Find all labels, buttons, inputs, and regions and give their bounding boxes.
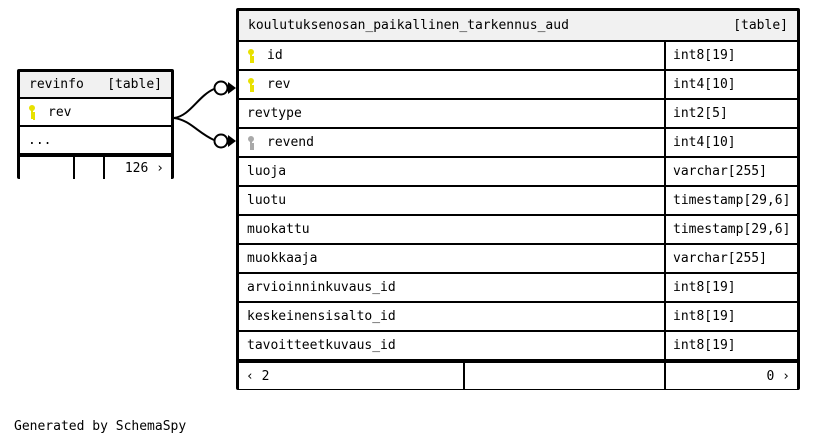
column-name: tavoitteetkuvaus_id	[247, 338, 396, 353]
entity-koulutuksenosan-paikallinen-tarkennus-aud[interactable]: koulutuksenosan_paikallinen_tarkennus_au…	[236, 8, 800, 390]
parent-relationship-count[interactable]: ‹ 2	[239, 363, 465, 389]
entity-header: koulutuksenosan_paikallinen_tarkennus_au…	[239, 11, 797, 42]
cardinality-optional-circle-rev	[213, 80, 229, 96]
pk-key-icon	[247, 48, 258, 63]
column-name-cell: keskeinensisalto_id	[239, 309, 664, 324]
relationship-arrowhead-rev	[228, 82, 236, 94]
relationship-arrowhead-revend	[228, 135, 236, 147]
column-name-cell: muokattu	[239, 222, 664, 237]
fk-key-icon	[247, 135, 258, 150]
column-type: varchar[255]	[664, 158, 797, 185]
column-name: muokkaaja	[247, 251, 318, 266]
table-row[interactable]: muokkaaja varchar[255]	[239, 245, 797, 274]
entity-header: revinfo [table]	[20, 72, 171, 99]
table-row[interactable]: luotu timestamp[29,6]	[239, 187, 797, 216]
column-type: int8[19]	[664, 274, 797, 301]
column-name-cell: tavoitteetkuvaus_id	[239, 338, 664, 353]
entity-footer: ‹ 2 0 ›	[239, 361, 797, 389]
generated-by-caption: Generated by SchemaSpy	[14, 419, 187, 434]
relationship-edge-revend	[173, 117, 215, 141]
column-name: rev	[48, 104, 72, 120]
table-row[interactable]: ...	[20, 127, 171, 155]
column-type: varchar[255]	[664, 245, 797, 272]
column-type: int4[10]	[664, 71, 797, 98]
table-row[interactable]: rev int4[10]	[239, 71, 797, 100]
entity-footer: 126 ›	[20, 155, 171, 179]
table-row[interactable]: revend int4[10]	[239, 129, 797, 158]
entity-title: koulutuksenosan_paikallinen_tarkennus_au…	[248, 18, 569, 33]
column-name: keskeinensisalto_id	[247, 309, 396, 324]
footer-spacer-cell	[465, 363, 666, 389]
entity-title: revinfo	[29, 77, 84, 92]
column-name: arvioinninkuvaus_id	[247, 280, 396, 295]
entity-kind-label: [table]	[107, 77, 162, 92]
table-row[interactable]: keskeinensisalto_id int8[19]	[239, 303, 797, 332]
pk-key-icon	[28, 105, 39, 119]
table-row[interactable]: revtype int2[5]	[239, 100, 797, 129]
column-type: int4[10]	[664, 129, 797, 156]
column-type: timestamp[29,6]	[664, 216, 797, 243]
child-relationship-count[interactable]: 126 ›	[124, 160, 164, 176]
table-row[interactable]: rev	[20, 99, 171, 127]
column-name-ellipsis: ...	[28, 132, 52, 148]
column-name-cell: rev	[20, 105, 171, 120]
entity-revinfo[interactable]: revinfo [table] rev ... 126 ›	[17, 69, 174, 179]
relationship-edge-rev	[173, 88, 215, 119]
table-row[interactable]: tavoitteetkuvaus_id int8[19]	[239, 332, 797, 361]
table-row[interactable]: id int8[19]	[239, 42, 797, 71]
column-name-cell: rev	[239, 77, 664, 92]
table-row[interactable]: luoja varchar[255]	[239, 158, 797, 187]
column-name: muokattu	[247, 222, 310, 237]
column-name-cell: revtype	[239, 106, 664, 121]
column-name: luotu	[247, 193, 287, 208]
column-name-cell: revend	[239, 135, 664, 150]
column-name: luoja	[247, 164, 287, 179]
footer-spacer-cell-left	[20, 157, 75, 179]
column-type: int2[5]	[664, 100, 797, 127]
column-name: id	[267, 48, 283, 63]
table-row[interactable]: arvioinninkuvaus_id int8[19]	[239, 274, 797, 303]
column-type: timestamp[29,6]	[664, 187, 797, 214]
entity-kind-label: [table]	[733, 18, 788, 33]
pk-key-icon	[247, 77, 258, 92]
column-type: int8[19]	[664, 332, 797, 359]
column-name-cell: arvioinninkuvaus_id	[239, 280, 664, 295]
column-name: revtype	[247, 106, 302, 121]
column-name-cell: luoja	[239, 164, 664, 179]
column-name: rev	[267, 77, 291, 92]
column-name-cell: id	[239, 48, 664, 63]
column-type: int8[19]	[664, 42, 797, 69]
table-row[interactable]: muokattu timestamp[29,6]	[239, 216, 797, 245]
column-type: int8[19]	[664, 303, 797, 330]
column-name-cell: luotu	[239, 193, 664, 208]
cardinality-optional-circle-revend	[213, 133, 229, 149]
column-name: revend	[267, 135, 314, 150]
column-name-cell: ...	[20, 133, 171, 148]
child-relationship-count[interactable]: 0 ›	[766, 368, 790, 384]
column-name-cell: muokkaaja	[239, 251, 664, 266]
footer-spacer-cell-mid	[75, 157, 105, 179]
